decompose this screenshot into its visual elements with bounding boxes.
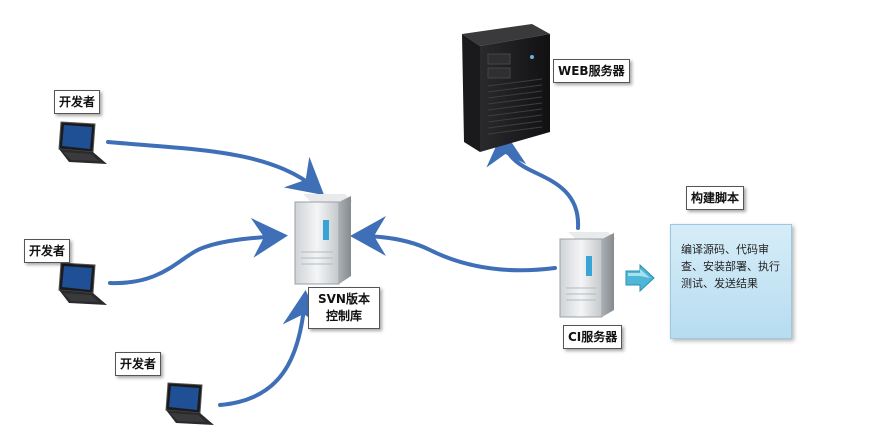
arrow-dev1-to-svn — [106, 140, 325, 196]
build-script-box: 编译源码、代码审查、安装部署、执行测试、发送结果 — [670, 224, 792, 339]
build-script-steps: 编译源码、代码审查、安装部署、执行测试、发送结果 — [681, 243, 780, 290]
developer-label-3: 开发者 — [115, 352, 162, 376]
developer-label-1: 开发者 — [54, 90, 101, 114]
tower-server-icon — [462, 24, 550, 152]
arrow-ci-to-web — [486, 130, 581, 230]
laptop-icon — [58, 121, 107, 164]
svn-repository-label: SVN版本控制库 — [308, 287, 380, 329]
web-server-label: WEB服务器 — [553, 59, 630, 83]
developer-label-2: 开发者 — [24, 239, 71, 263]
right-arrow-icon — [625, 263, 655, 293]
arrow-ci-to-svn — [350, 216, 557, 273]
connection-arrows — [106, 130, 581, 407]
laptop-icon — [58, 262, 107, 305]
laptop-icon — [165, 382, 214, 425]
server-icon — [559, 232, 616, 318]
build-script-title: 构建脚本 — [686, 186, 745, 210]
arrow-dev2-to-svn — [108, 217, 288, 286]
server-icon — [294, 194, 353, 285]
ci-server-label: CI服务器 — [563, 325, 623, 349]
arrow-dev3-to-svn — [218, 290, 323, 407]
